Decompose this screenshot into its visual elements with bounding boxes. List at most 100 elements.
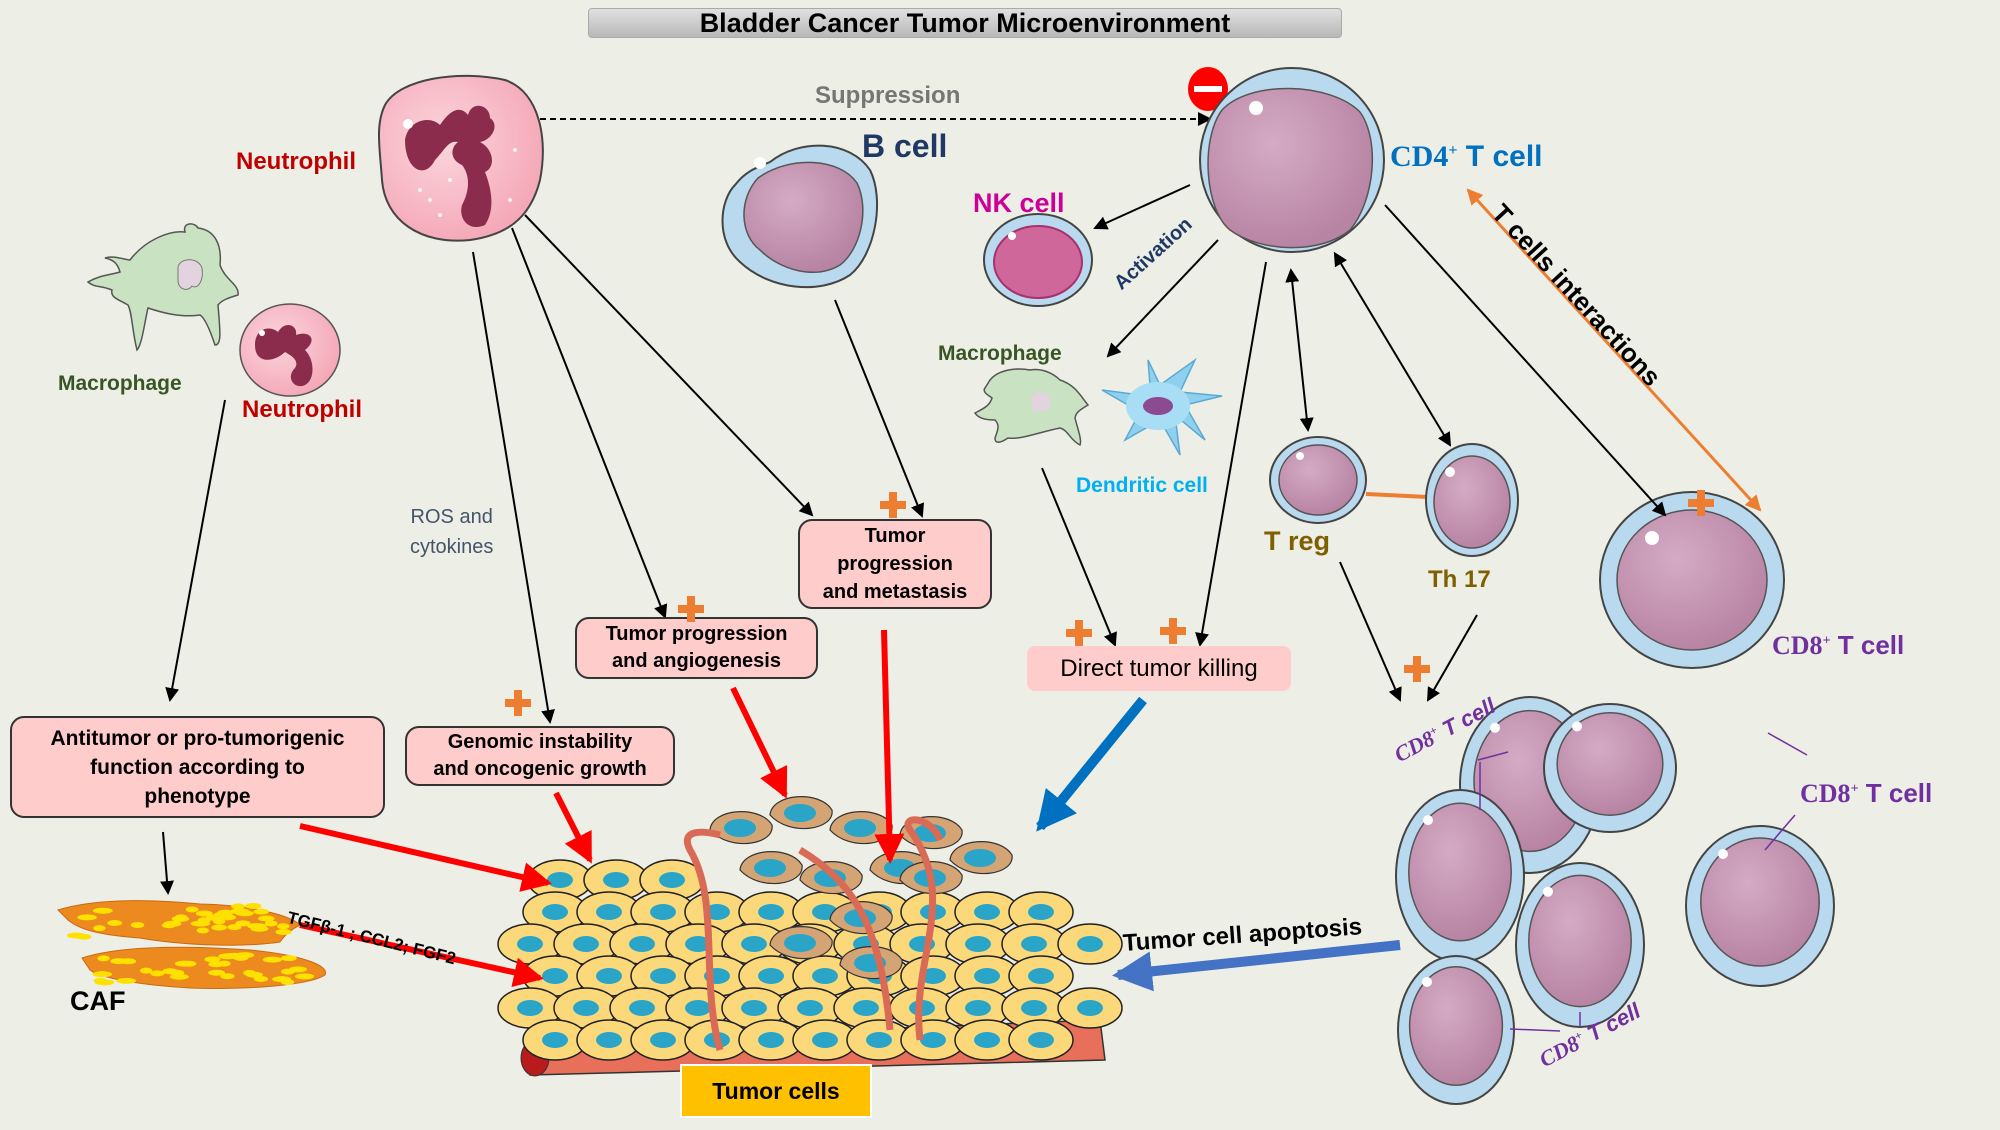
b-cell-icon: [723, 146, 878, 288]
caf-granule: [258, 916, 275, 922]
neutrophil-cell-icon: [379, 76, 543, 241]
cd4-t-cell-label: CD4+ T cell: [1390, 140, 1543, 174]
caf-granule: [186, 906, 199, 912]
caf-granule: [93, 908, 113, 914]
caf-granule: [197, 928, 209, 934]
tumor-cell: [1009, 1020, 1073, 1060]
invasive-cell: [740, 852, 802, 884]
th17-label: Th 17: [1428, 566, 1491, 594]
caf-label: CAF: [70, 986, 126, 1017]
caf-granule: [214, 912, 231, 918]
macrophage-left-label: Macrophage: [58, 372, 182, 396]
red-arrow-genomic: [556, 793, 590, 860]
caf-granule: [97, 955, 109, 961]
caf-granule: [220, 973, 234, 979]
red-arrow-antitumor: [300, 826, 548, 883]
caf-granule: [175, 961, 193, 967]
b-cell-label: B cell: [862, 128, 947, 165]
cd8-text: CD8: [1800, 779, 1851, 808]
caf-granule: [254, 976, 268, 982]
caf-granule: [76, 934, 91, 940]
caf-cell-icon: [58, 901, 326, 989]
caf-granule: [131, 922, 145, 928]
caf-granule: [263, 957, 282, 963]
diagram-title: Bladder Cancer Tumor Microenvironment: [588, 8, 1342, 38]
invasive-cell: [830, 812, 892, 844]
tumor-cells-label: Tumor cells: [680, 1064, 872, 1118]
cd8-suffix: T cell: [1859, 778, 1933, 808]
ros-cytokines-label: ROS and cytokines: [410, 502, 493, 562]
red-arrow-angio: [733, 688, 785, 795]
caf-granule: [245, 903, 261, 909]
invasive-cell: [710, 812, 772, 844]
arrow-antitumor-caf: [163, 832, 168, 893]
label-leader-line: [1768, 733, 1807, 755]
cd8-suffix: T cell: [1831, 630, 1905, 660]
arrow-left-antitumor: [170, 400, 225, 700]
arrow-cd4-killing: [1200, 262, 1266, 645]
caf-granule: [253, 909, 268, 915]
tumor-cell: [1058, 924, 1122, 964]
label-leader-line: [1510, 1029, 1560, 1031]
tumor-cell: [1058, 988, 1122, 1028]
neutrophil-small-icon: [240, 304, 340, 396]
arrow-cd4-treg: [1292, 280, 1308, 430]
arrow-th17-cd8: [1428, 615, 1477, 700]
cd4-text: CD4: [1390, 140, 1448, 173]
caf-granule: [211, 924, 227, 930]
angiogenesis-box: Tumor progression and angiogenesis: [575, 617, 818, 679]
plus-icon: [1688, 490, 1714, 516]
plus-icon: [880, 492, 906, 518]
dendritic-cell-label: Dendritic cell: [1076, 474, 1208, 498]
cd8-t-cell-icon: [1544, 704, 1676, 832]
caf-granule: [162, 968, 178, 974]
caf-granule: [92, 971, 112, 977]
caf-granule: [93, 925, 105, 931]
caf-granule: [94, 978, 107, 984]
tumor-mass-icon: [498, 797, 1122, 1076]
blue-arrow-killing: [1040, 700, 1143, 827]
suppression-label: Suppression: [815, 82, 960, 110]
cd8-superscript: +: [1851, 781, 1859, 796]
plus-icon: [678, 596, 704, 622]
plus-icon: [1066, 620, 1092, 646]
antitumor-function-box: Antitumor or pro-tumorigenic function ac…: [10, 716, 385, 818]
caf-granule: [226, 953, 243, 959]
cd4-suffix: T cell: [1457, 140, 1542, 173]
t-reg-label: T reg: [1264, 526, 1330, 557]
metastasis-box: Tumor progression and metastasis: [798, 519, 992, 609]
treg-th17-link: [1366, 494, 1428, 497]
caf-granule: [140, 968, 152, 974]
caf-granule: [119, 958, 136, 964]
plus-icon: [1160, 618, 1186, 644]
arrow-neutro-angio: [512, 228, 665, 617]
macrophage-cell-icon: [88, 224, 238, 350]
caf-granule: [213, 918, 225, 924]
cd8-t-cell-icon: [1686, 826, 1834, 986]
caf-granule: [236, 910, 254, 916]
plus-icon: [1404, 656, 1430, 682]
caf-granule: [275, 929, 291, 935]
caf-granule: [250, 926, 268, 932]
arrow-treg-cd8: [1340, 562, 1400, 700]
arrow-cd4-th17: [1340, 262, 1450, 445]
caf-granule: [281, 969, 295, 975]
genomic-instability-box: Genomic instability and oncogenic growth: [405, 726, 675, 786]
caf-granule: [295, 973, 314, 979]
cd8-t-cell-icon: [1398, 956, 1514, 1104]
caf-granule: [77, 914, 96, 920]
t-reg-cell-icon: [1270, 437, 1366, 523]
arrow-bcell-metastasis: [835, 300, 922, 516]
invasive-cell: [770, 797, 832, 829]
direct-tumor-killing-box: Direct tumor killing: [1027, 646, 1291, 691]
caf-granule: [208, 961, 224, 967]
dendritic-cell-icon: [1102, 360, 1222, 455]
cd8-t-cell-label: CD8+ T cell: [1772, 630, 1904, 661]
nk-cell-icon: [984, 214, 1092, 306]
cd8-t-cell-icon: [1396, 790, 1524, 962]
cd8-cluster: [1396, 697, 1834, 1104]
cd8-t-cell-icon: [1600, 492, 1784, 668]
nk-cell-label: NK cell: [973, 188, 1065, 219]
th17-cell-icon: [1426, 444, 1518, 556]
